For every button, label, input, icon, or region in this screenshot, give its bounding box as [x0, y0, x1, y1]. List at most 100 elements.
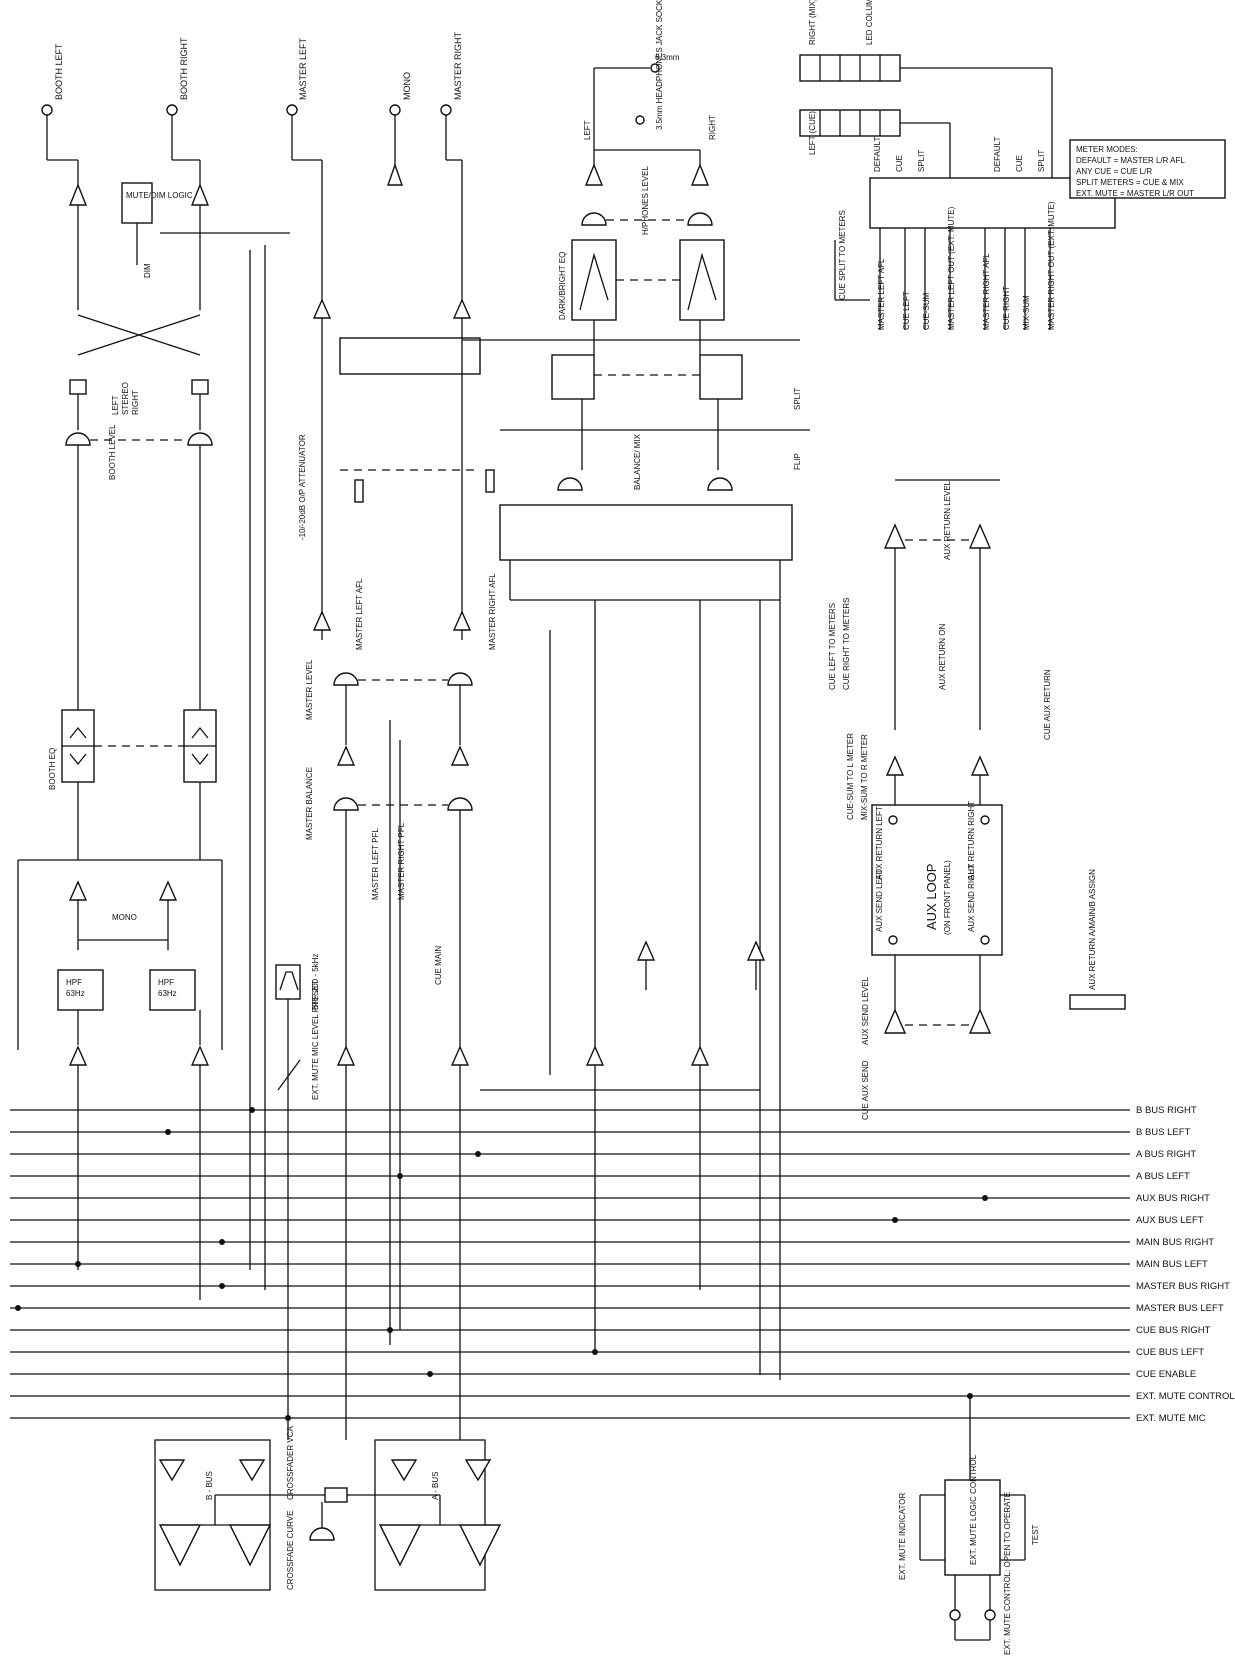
meter-switch-default-r: DEFAULT: [993, 136, 1002, 172]
meter-mode-ext-mute: EXT. MUTE = MASTER L/R OUT: [1076, 189, 1194, 198]
aux-loop-label: AUX LOOP: [924, 864, 939, 930]
aux-return-left-label: AUX RETURN LEFT: [875, 806, 884, 880]
bus-label: B BUS RIGHT: [1136, 1105, 1197, 1116]
stereo-left-label: LEFT: [111, 395, 120, 415]
mono-label: MONO: [402, 72, 412, 100]
hp-left-label: LEFT: [583, 120, 592, 140]
aux-section: [871, 479, 1126, 1034]
mute-dim-logic-label: MUTE/DIM LOGIC: [126, 191, 193, 200]
cue-aux-return-label: CUE AUX RETURN: [1043, 669, 1052, 740]
mix-sum-to-r-meter-label: MIX-SUM TO R METER: [860, 734, 869, 820]
dark-bright-eq-label: DARK/BRIGHT EQ: [558, 252, 567, 320]
bus-label: A BUS LEFT: [1136, 1171, 1190, 1182]
meter-src-master-left-out: MASTER LEFT OUT (EXT. MUTE): [947, 206, 956, 330]
master-balance-label: MASTER BALANCE: [305, 767, 314, 840]
jack-63-label: 6.3mm: [655, 53, 680, 62]
meter-src-master-right-afl: MASTER RIGHT AFL: [982, 253, 991, 330]
hpf-left-label: HPF: [66, 978, 82, 987]
aux-return-on-label: AUX RETURN ON: [938, 624, 947, 690]
ext-mute-section: [919, 1396, 1026, 1641]
bus-label: B BUS LEFT: [1136, 1127, 1191, 1138]
meter-switch-split-r: SPLIT: [1037, 150, 1046, 172]
meter-src-mix-sum: MIX-SUM: [1022, 295, 1031, 330]
right-mix-label: RIGHT (MIX): [808, 0, 817, 45]
headphones-section: [499, 63, 793, 600]
output-connectors: [41, 104, 462, 165]
meter-switch-split-l: SPLIT: [917, 150, 926, 172]
aux-front-panel-label: (ON FRONT PANEL): [943, 860, 952, 935]
booth-mono-label: MONO: [112, 913, 137, 922]
cue-main-label: CUE MAIN: [434, 946, 443, 985]
bus-label: AUX BUS RIGHT: [1136, 1193, 1210, 1204]
meter-src-master-left-afl: MASTER LEFT AFL: [877, 258, 886, 330]
bus-label: MAIN BUS LEFT: [1136, 1259, 1208, 1270]
master-level-label: MASTER LEVEL: [305, 659, 314, 720]
led-column-label: LED COLUMN METERS: [865, 0, 874, 45]
meter-modes-title: METER MODES:: [1076, 145, 1138, 154]
split-label: SPLIT: [793, 388, 802, 410]
a-bus-label: A - BUS: [431, 1472, 440, 1500]
booth-right-label: BOOTH RIGHT: [179, 37, 189, 100]
master-left-label: MASTER LEFT: [298, 37, 308, 100]
crossfade-curve-label: CROSSFADE CURVE: [286, 1511, 295, 1590]
aux-send-left-label: AUX SEND LEFT: [875, 869, 884, 932]
bus-lines: [10, 1107, 1130, 1421]
bus-label: MASTER BUS RIGHT: [1136, 1281, 1230, 1292]
meter-switch-cue-r: CUE: [1015, 155, 1024, 172]
bus-label: CUE BUS LEFT: [1136, 1347, 1204, 1358]
ext-mute-control-label: EXT. MUTE CONTROL: OPEN TO OPERATE: [1003, 1492, 1012, 1655]
meter-mode-any-cue: ANY CUE = CUE L/R: [1076, 167, 1152, 176]
booth-level-label: BOOTH LEVEL: [108, 424, 117, 480]
master-left-pfl-label: MASTER LEFT PFL: [371, 828, 380, 900]
hpf-right-freq: 63Hz: [158, 989, 177, 998]
dim-label: DIM: [143, 263, 152, 278]
master-left-afl-label: MASTER LEFT AFL: [355, 578, 364, 650]
cue-split-to-meters-label: CUE SPLIT TO METERS: [838, 210, 847, 300]
hpf-right-label: HPF: [158, 978, 174, 987]
aux-return-assign-label: AUX RETURN A/MAIN/B ASSIGN: [1088, 869, 1097, 990]
balance-mix-label: BALANCE/ MIX: [633, 433, 642, 490]
bus-label: MASTER BUS LEFT: [1136, 1303, 1224, 1314]
meter-src-cue-sum: CUE-SUM: [922, 292, 931, 330]
bus-label: CUE BUS RIGHT: [1136, 1325, 1211, 1336]
signal-wiring: [249, 245, 810, 1380]
bus-label: EXT. MUTE CONTROL: [1136, 1391, 1235, 1402]
ext-mute-mic-level-label: EXT. MUTE MIC LEVEL PRESET: [311, 980, 320, 1100]
meter-switch-default-l: DEFAULT: [873, 136, 882, 172]
ext-mute-indicator-label: EXT. MUTE INDICATOR: [898, 1493, 907, 1580]
meter-mode-default: DEFAULT = MASTER L/R AFL: [1076, 156, 1185, 165]
bus-label: CUE ENABLE: [1136, 1369, 1196, 1380]
crossfade-section: [154, 1439, 502, 1591]
booth-section: [17, 160, 290, 1300]
aux-return-level-label: AUX RETURN LEVEL: [943, 480, 952, 560]
master-right-pfl-label: MASTER RIGHT PFL: [397, 822, 406, 900]
aux-return-right-label: AUX RETURN RIGHT: [967, 801, 976, 880]
cue-aux-send-label: CUE AUX SEND: [861, 1060, 870, 1120]
master-right-label: MASTER RIGHT: [453, 31, 463, 100]
cue-sum-to-l-meter-label: CUE-SUM TO L METER: [846, 733, 855, 820]
hpf-left-freq: 63Hz: [66, 989, 85, 998]
meter-src-master-right-out: MASTER RIGHT OUT (EXT. MUTE): [1047, 201, 1056, 330]
meters-section: [799, 54, 1226, 330]
bus-label: AUX BUS LEFT: [1136, 1215, 1204, 1226]
meter-src-cue-right: CUE RIGHT: [1002, 286, 1011, 330]
left-cue-label: LEFT (CUE): [808, 111, 817, 155]
master-section: [275, 160, 495, 1440]
meter-switch-cue-l: CUE: [895, 155, 904, 172]
flip-label: FLIP: [793, 453, 802, 470]
stereo-right-label: RIGHT: [131, 390, 140, 415]
ext-mute-test-label: TEST: [1031, 1524, 1040, 1545]
meter-src-cue-left: CUE LEFT: [902, 291, 911, 330]
cue-right-to-meters-label: CUE RIGHT TO METERS: [842, 598, 851, 690]
ext-mute-logic-label: EXT. MUTE LOGIC CONTROL: [969, 1454, 978, 1565]
attenuator-label: -10/-20dB O/P ATTENUATOR: [298, 434, 307, 540]
stereo-label: STEREO: [121, 382, 130, 415]
meter-mode-split: SPLIT METERS = CUE & MIX: [1076, 178, 1184, 187]
booth-left-label: BOOTH LEFT: [54, 43, 64, 100]
jack-35-label: 3.5mm HEADPHONES JACK SOCKETS: [655, 0, 664, 130]
aux-send-level-label: AUX SEND LEVEL: [861, 976, 870, 1045]
hp-right-label: RIGHT: [708, 115, 717, 140]
bus-label: A BUS RIGHT: [1136, 1149, 1196, 1160]
bpf-label: BPF 200 - 5kHz: [311, 954, 320, 1010]
